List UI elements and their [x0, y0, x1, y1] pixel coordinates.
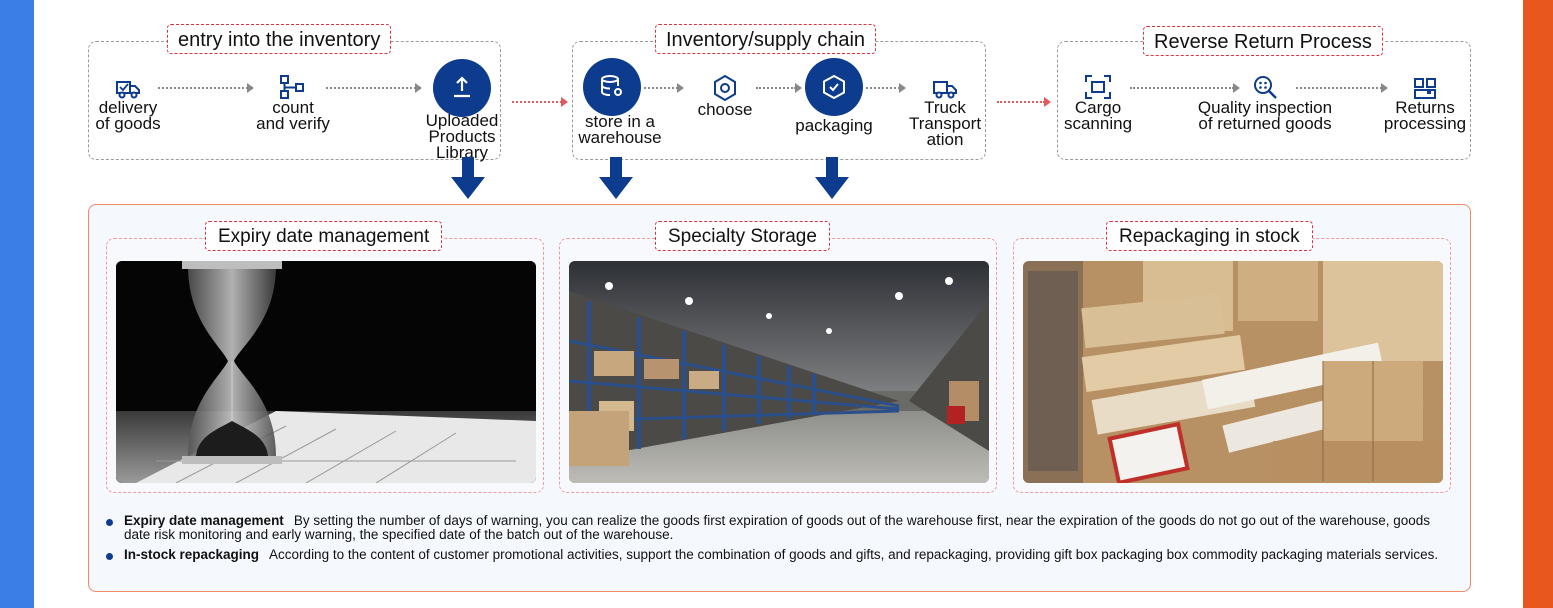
packaging-step-circle	[805, 58, 863, 116]
step-store-label-1: store in a	[585, 112, 655, 131]
down-arrow	[815, 157, 849, 199]
upload-icon	[454, 76, 470, 98]
step-returns-label-1: Returns	[1395, 98, 1455, 117]
card-repackaging-title: Repackaging in stock	[1106, 221, 1313, 251]
step-upload-label-3: Library	[436, 143, 488, 162]
step-packaging: packaging	[789, 116, 879, 135]
group-connector-arrow	[997, 97, 1051, 107]
step-count-label-1: count	[272, 98, 314, 117]
note-repackaging-text: According to the content of customer pro…	[269, 547, 1439, 562]
right-accent-bar	[1523, 0, 1553, 608]
flow-arrow	[866, 83, 906, 93]
flow-arrow	[1130, 83, 1240, 93]
grid-icon	[1414, 78, 1436, 99]
step-store-label-2: warehouse	[578, 128, 662, 147]
step-cargo-label-1: Cargo	[1074, 98, 1122, 117]
step-uploaded-library: Uploaded Products Library	[414, 111, 510, 162]
entry-group-title: entry into the inventory	[167, 24, 392, 54]
flow-arrow	[756, 83, 802, 93]
step-packaging-label: packaging	[795, 116, 873, 135]
truck-icon	[933, 81, 957, 99]
note-expiry-text: By setting the number of days of warning…	[124, 513, 1431, 542]
step-upload-label-1: Uploaded	[425, 111, 499, 130]
scan-icon	[1085, 75, 1111, 99]
step-delivery-label-2: of goods	[95, 114, 161, 133]
flow-arrow	[1296, 83, 1388, 93]
box-icon	[823, 74, 845, 100]
step-choose: choose	[690, 74, 760, 118]
step-choose-label: choose	[697, 100, 753, 119]
group-connector-arrow	[512, 97, 568, 107]
step-cargo-label-2: scanning	[1063, 114, 1133, 133]
warehouse-racks-photo	[569, 261, 989, 483]
flow-arrow	[326, 83, 422, 93]
flow-arrow	[644, 83, 684, 93]
step-returns-label-2: processing	[1383, 114, 1467, 133]
truck-icon	[116, 81, 140, 99]
down-arrow	[451, 157, 485, 199]
note-repackaging: In-stock repackaging According to the con…	[106, 548, 1446, 562]
step-delivery-label-1: delivery	[98, 98, 158, 117]
step-count-label-2: and verify	[256, 114, 330, 133]
reverse-group-title: Reverse Return Process	[1143, 26, 1383, 56]
step-truck-transport: Truck Transport ation	[902, 76, 988, 148]
inventory-group-title: Inventory/supply chain	[655, 24, 877, 54]
step-quality-label-2: of returned goods	[1198, 114, 1332, 133]
note-repackaging-heading: In-stock repackaging	[124, 547, 260, 562]
upload-step-circle	[433, 59, 491, 117]
step-truck-label-2: Transport	[908, 114, 982, 133]
card-expiry-title: Expiry date management	[205, 221, 443, 251]
store-step-circle	[583, 58, 641, 116]
down-arrow	[599, 157, 633, 199]
step-returns-processing: Returns processing	[1380, 76, 1470, 132]
hierarchy-icon	[280, 75, 304, 99]
hourglass-calendar-photo	[116, 261, 536, 483]
step-truck-label-3: ation	[926, 130, 964, 149]
database-icon	[601, 75, 623, 96]
card-storage-title: Specialty Storage	[655, 221, 830, 251]
step-store-warehouse: store in a warehouse	[570, 112, 670, 147]
stacked-boxes-photo	[1023, 261, 1443, 483]
note-expiry-heading: Expiry date management	[124, 513, 284, 528]
hexagon-icon	[714, 74, 736, 102]
step-upload-label-2: Products	[428, 127, 496, 146]
flow-arrow	[158, 83, 254, 93]
step-quality-inspection: Quality inspection of returned goods	[1186, 74, 1344, 132]
step-quality-label-1: Quality inspection	[1197, 98, 1333, 117]
left-accent-bar	[0, 0, 34, 608]
step-delivery: delivery of goods	[88, 76, 168, 132]
step-truck-label-1: Truck	[924, 98, 966, 117]
step-cargo-scanning: Cargo scanning	[1058, 74, 1138, 132]
step-count-verify: count and verify	[252, 74, 334, 132]
magnifier-icon	[1254, 76, 1277, 99]
